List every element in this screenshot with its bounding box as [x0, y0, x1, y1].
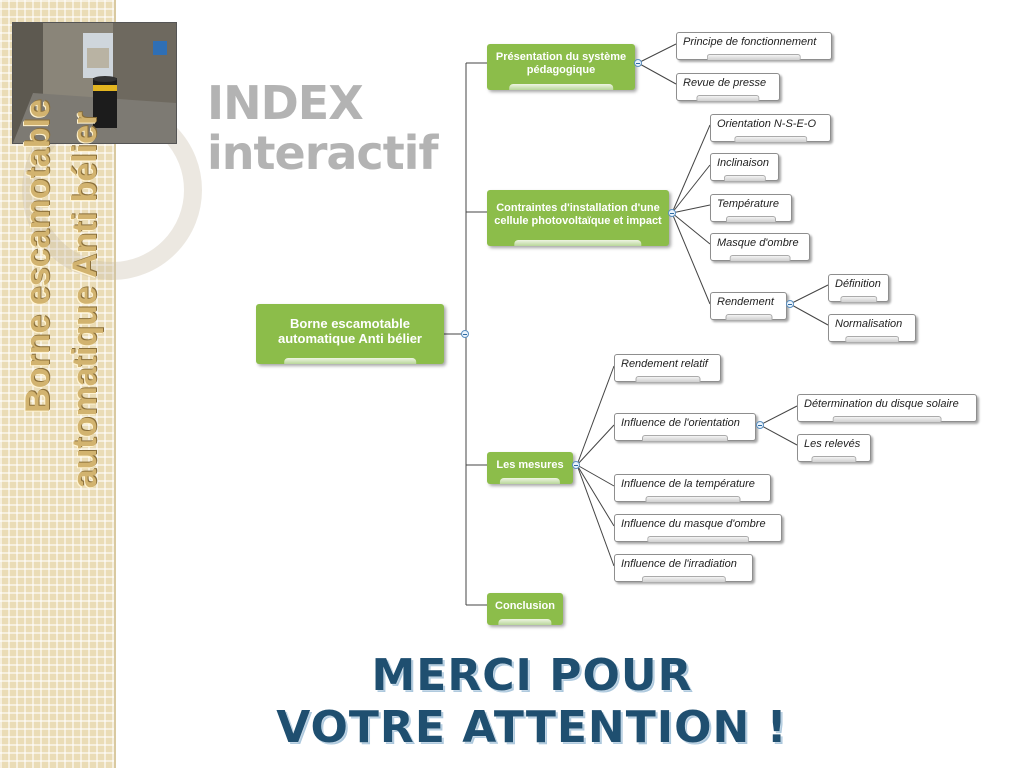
- thanks-line2: VOTRE ATTENTION !: [276, 702, 788, 753]
- node-orientation[interactable]: Orientation N-S-E-O: [710, 114, 831, 142]
- node-masque[interactable]: Masque d'ombre: [710, 233, 810, 261]
- node-normalisation-label: Normalisation: [835, 318, 903, 330]
- node-principe[interactable]: Principe de fonctionnement: [676, 32, 832, 60]
- node-tab: [645, 496, 740, 502]
- node-tab: [696, 95, 760, 101]
- node-tab: [723, 175, 766, 181]
- branch-conclusion[interactable]: Conclusion: [487, 593, 563, 625]
- node-disque-solaire[interactable]: Détermination du disque solaire: [797, 394, 977, 422]
- node-releves[interactable]: Les relevés: [797, 434, 871, 462]
- contraintes-collapse-toggle[interactable]: [668, 209, 676, 217]
- node-tab: [725, 314, 772, 320]
- index-title: INDEX interactif: [207, 76, 438, 180]
- branch-presentation-label: Présentation du système pédagogique: [495, 51, 627, 76]
- node-rendement-relatif-label: Rendement relatif: [621, 358, 708, 370]
- node-rendement-label: Rendement: [717, 296, 774, 308]
- node-tab: [509, 84, 613, 90]
- branch-contraintes-label: Contraintes d'installation d'une cellule…: [494, 202, 662, 227]
- node-masque-label: Masque d'ombre: [717, 237, 799, 249]
- node-tab: [498, 619, 552, 625]
- node-influence-masque[interactable]: Influence du masque d'ombre: [614, 514, 782, 542]
- index-title-line1: INDEX: [207, 76, 364, 130]
- node-inclinaison[interactable]: Inclinaison: [710, 153, 779, 181]
- presentation-collapse-toggle[interactable]: [634, 59, 642, 67]
- node-principe-label: Principe de fonctionnement: [683, 36, 817, 48]
- root-collapse-toggle[interactable]: [461, 330, 469, 338]
- node-tab: [635, 376, 700, 382]
- branch-contraintes[interactable]: Contraintes d'installation d'une cellule…: [487, 190, 669, 246]
- node-influence-masque-label: Influence du masque d'ombre: [621, 518, 766, 530]
- branch-conclusion-label: Conclusion: [495, 599, 555, 612]
- node-tab: [733, 136, 808, 142]
- sidebar-divider: [114, 0, 116, 768]
- node-tab: [647, 536, 749, 542]
- node-inclinaison-label: Inclinaison: [717, 157, 769, 169]
- node-influence-orientation-label: Influence de l'orientation: [621, 417, 740, 429]
- node-influence-orientation[interactable]: Influence de l'orientation: [614, 413, 756, 441]
- branch-mesures[interactable]: Les mesures: [487, 452, 573, 484]
- branch-mesures-label: Les mesures: [496, 458, 564, 471]
- thanks-line1: MERCI POUR: [371, 650, 693, 701]
- root-node-label: Borne escamotable automatique Anti bélie…: [278, 316, 422, 346]
- node-influence-irradiation-label: Influence de l'irradiation: [621, 558, 737, 570]
- node-influence-temperature[interactable]: Influence de la température: [614, 474, 771, 502]
- node-revue[interactable]: Revue de presse: [676, 73, 780, 101]
- node-tab: [642, 435, 728, 441]
- branch-presentation[interactable]: Présentation du système pédagogique: [487, 44, 635, 90]
- node-tab: [284, 358, 416, 364]
- rendement-collapse-toggle[interactable]: [786, 300, 794, 308]
- node-temperature[interactable]: Température: [710, 194, 792, 222]
- node-rendement[interactable]: Rendement: [710, 292, 787, 320]
- node-definition[interactable]: Définition: [828, 274, 889, 302]
- node-rendement-relatif[interactable]: Rendement relatif: [614, 354, 721, 382]
- bollard-photo: [12, 22, 177, 144]
- node-temperature-label: Température: [717, 198, 779, 210]
- node-orientation-label: Orientation N-S-E-O: [717, 118, 817, 130]
- orientation-collapse-toggle[interactable]: [756, 421, 764, 429]
- node-disque-solaire-label: Détermination du disque solaire: [804, 398, 959, 410]
- node-tab: [514, 240, 642, 246]
- node-tab: [729, 255, 791, 261]
- mesures-collapse-toggle[interactable]: [572, 461, 580, 469]
- node-tab: [499, 478, 561, 484]
- node-tab: [839, 296, 878, 302]
- node-influence-temperature-label: Influence de la température: [621, 478, 755, 490]
- node-releves-label: Les relevés: [804, 438, 861, 450]
- node-normalisation[interactable]: Normalisation: [828, 314, 916, 342]
- root-node[interactable]: Borne escamotable automatique Anti bélie…: [256, 304, 444, 364]
- node-revue-label: Revue de presse: [683, 77, 767, 89]
- index-title-line2: interactif: [207, 126, 438, 180]
- node-tab: [811, 456, 857, 462]
- node-tab: [641, 576, 726, 582]
- node-tab: [832, 416, 942, 422]
- node-definition-label: Définition: [835, 278, 881, 290]
- node-influence-irradiation[interactable]: Influence de l'irradiation: [614, 554, 753, 582]
- node-tab: [845, 336, 899, 342]
- node-tab: [726, 216, 776, 222]
- node-tab: [706, 54, 802, 60]
